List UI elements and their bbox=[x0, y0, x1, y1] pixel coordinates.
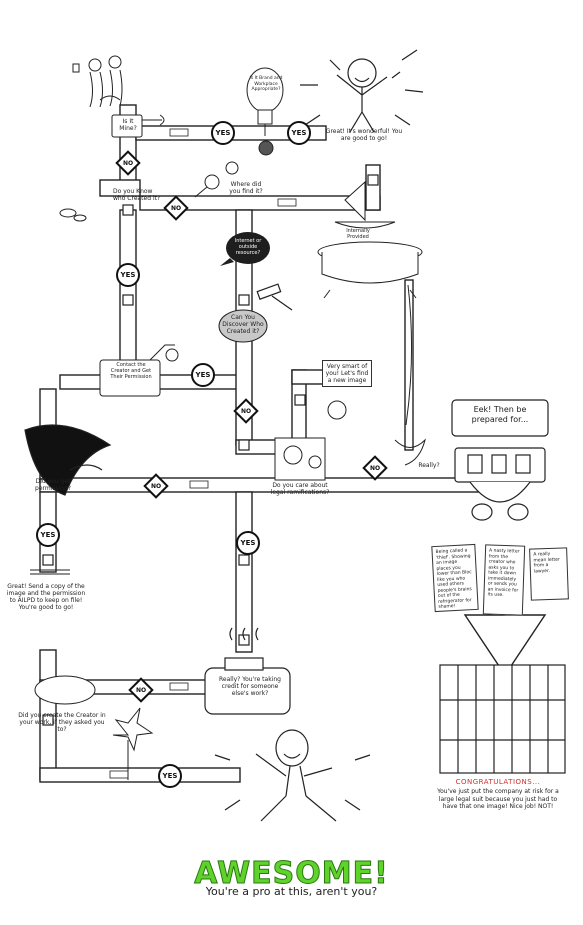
thinking-figures-illustration bbox=[73, 56, 122, 107]
yes-label: YES bbox=[237, 537, 259, 549]
node-internally-provided: Internally Provided bbox=[340, 228, 376, 240]
node-taking-credit: Really? You're taking credit for someone… bbox=[214, 676, 286, 697]
no-label: NO bbox=[146, 481, 166, 491]
letter-lawyer: A really mean letter from a lawyer. bbox=[529, 547, 569, 600]
node-contact-creator: Contact the Creator and Get Their Permis… bbox=[108, 362, 154, 380]
yes-label: YES bbox=[117, 269, 139, 281]
node-great-good-to-go: Great! It's wonderful! You are good to g… bbox=[325, 128, 403, 142]
jail-illustration bbox=[440, 665, 565, 773]
yes-label: YES bbox=[159, 770, 181, 782]
letter-creator: A nasty letter from the creator who asks… bbox=[483, 544, 525, 615]
congrats-text: You've just put the company at risk for … bbox=[432, 788, 564, 811]
yes-label: YES bbox=[288, 127, 310, 139]
node-legal-ramifications: Do you care about legal ramifications? bbox=[267, 482, 333, 496]
letter-thief: Being called a 'thief'. Showing an image… bbox=[431, 544, 478, 612]
rocks-illustration bbox=[60, 209, 86, 221]
pipe-segment bbox=[40, 768, 240, 782]
awesome-subtitle: You're a pro at this, aren't you? bbox=[0, 885, 583, 898]
gear-box-illustration bbox=[275, 401, 346, 480]
node-really: Really? bbox=[415, 462, 443, 469]
node-where-found: Where did you find it? bbox=[226, 181, 266, 195]
no-label: NO bbox=[131, 685, 151, 695]
no-label: NO bbox=[236, 406, 256, 416]
node-eek-prepared: Eek! Then be prepared for... bbox=[456, 405, 544, 425]
node-internet-source: Internet or outside resource? bbox=[230, 238, 266, 256]
yes-label: YES bbox=[192, 369, 214, 381]
node-did-you-create: Did you create the Creator in your work,… bbox=[16, 712, 108, 733]
node-send-copy: Great! Send a copy of the image and the … bbox=[4, 583, 88, 611]
node-very-smart: Very smart of you! Let's find a new imag… bbox=[322, 360, 372, 387]
pipe-segment bbox=[120, 210, 136, 375]
yes-label: YES bbox=[37, 529, 59, 541]
hammer-illustration bbox=[257, 284, 292, 310]
no-label: NO bbox=[118, 158, 138, 168]
congrats-title: CONGRATULATIONS... bbox=[432, 778, 564, 786]
yes-label: YES bbox=[212, 127, 234, 139]
node-know-who-created: Do you Know who Created it? bbox=[113, 188, 165, 202]
no-label: NO bbox=[365, 463, 385, 473]
node-can-discover: Can You Discover Who Created it? bbox=[221, 314, 265, 335]
node-got-permission: Did you get permission? bbox=[28, 478, 78, 492]
pipe-segment bbox=[236, 492, 252, 652]
no-label: NO bbox=[166, 203, 186, 213]
node-brand-appropriate: Is It Brand and Workplace Appropriate? bbox=[249, 76, 283, 93]
node-is-it-mine: Is It Mine? bbox=[114, 118, 142, 132]
pipe-segment bbox=[366, 165, 380, 210]
happy-person-illustration bbox=[300, 50, 423, 132]
